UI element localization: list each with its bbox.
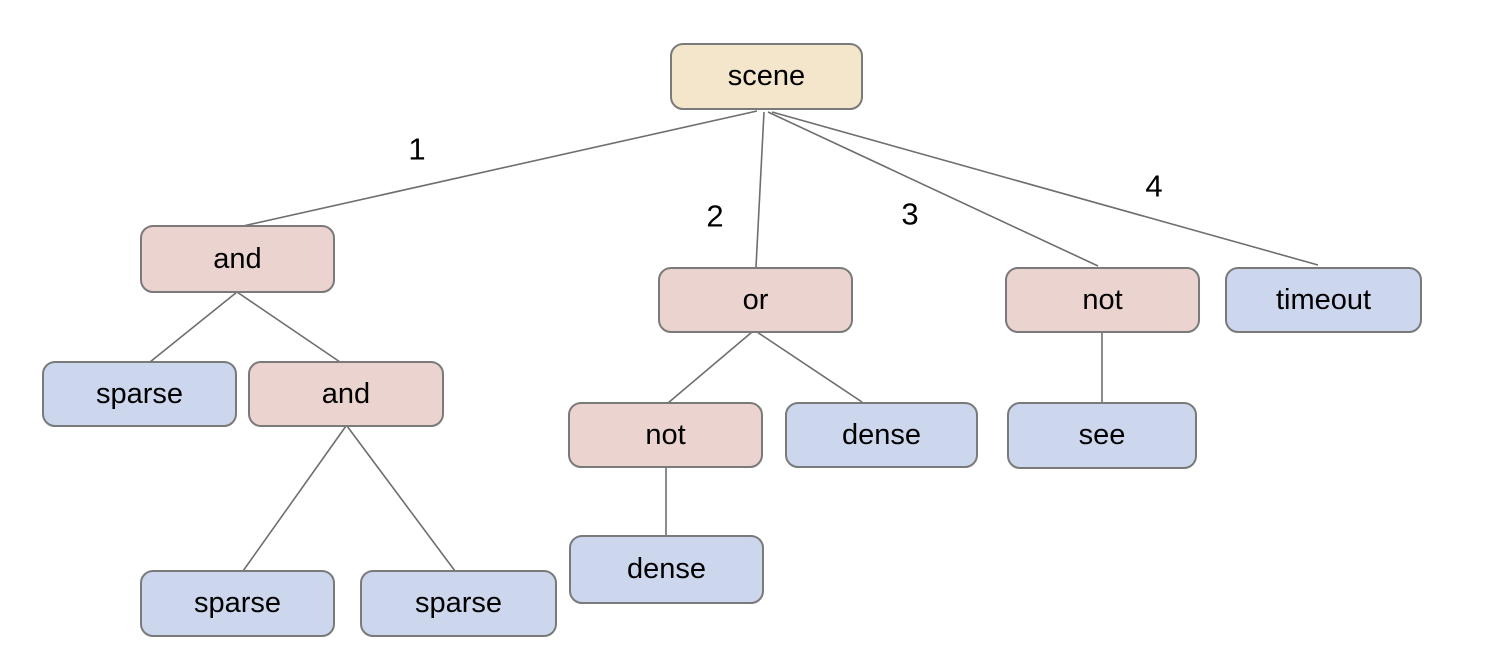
node-sparse-3: sparse — [360, 570, 557, 637]
edge-or-dense1 — [756, 331, 863, 403]
node-sparse-2: sparse — [140, 570, 335, 637]
edge-and2-sparse2 — [242, 425, 347, 572]
edge-or-not2 — [667, 331, 753, 404]
node-see: see — [1007, 402, 1197, 469]
edge-and1-sparse1 — [149, 291, 238, 363]
node-dense-1: dense — [785, 402, 978, 468]
node-not-2: not — [568, 402, 763, 468]
edge-scene-timeout — [771, 111, 1319, 266]
node-dense-2: dense — [569, 535, 764, 604]
node-not-1: not — [1005, 267, 1200, 333]
node-or: or — [658, 267, 853, 333]
edge-scene-not1 — [767, 111, 1099, 267]
node-timeout: timeout — [1225, 267, 1422, 333]
edge-scene-and1 — [242, 110, 758, 227]
edge-label-3: 3 — [901, 196, 919, 232]
node-and-1: and — [140, 225, 335, 293]
edge-label-2: 2 — [706, 198, 724, 234]
edge-scene-or — [755, 111, 765, 268]
edge-label-1: 1 — [408, 131, 426, 167]
node-scene: scene — [670, 43, 863, 110]
node-sparse-1: sparse — [42, 361, 237, 427]
edge-and2-sparse3 — [346, 425, 456, 572]
edge-label-4: 4 — [1145, 168, 1163, 204]
edge-and1-and2 — [236, 291, 341, 363]
node-and-2: and — [248, 361, 444, 427]
